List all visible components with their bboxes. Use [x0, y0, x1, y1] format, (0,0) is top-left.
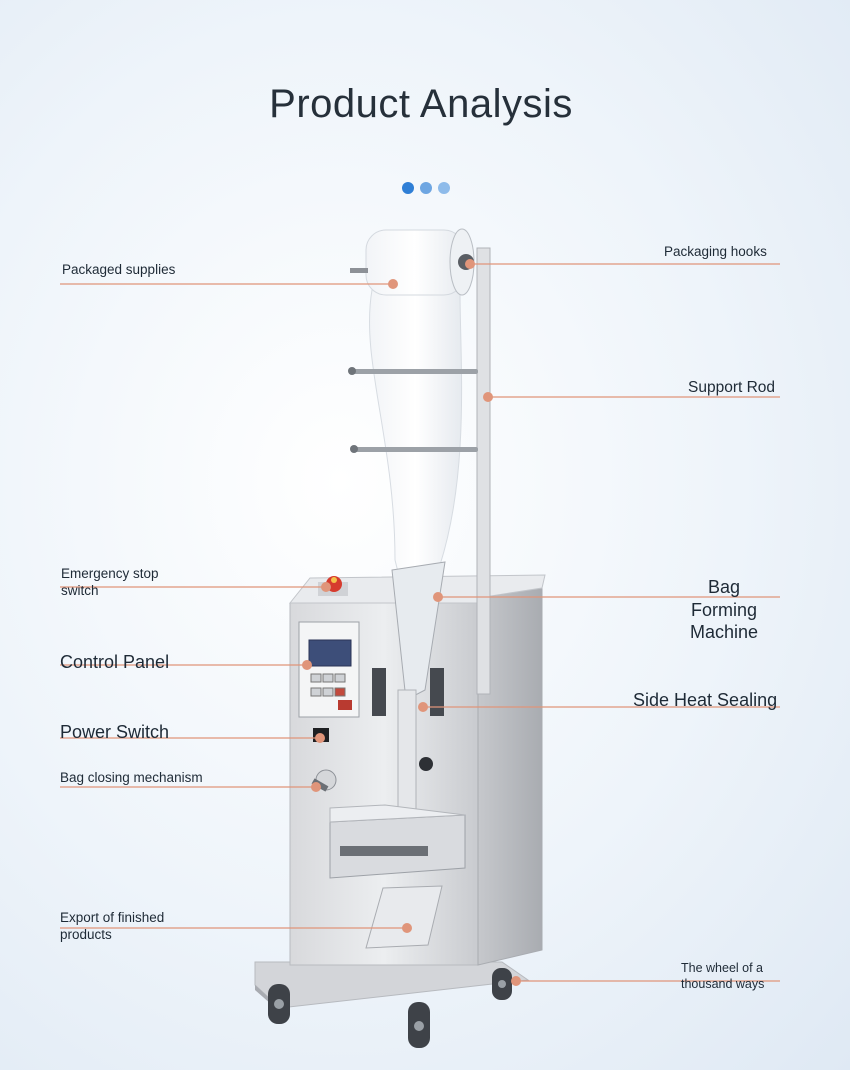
cutter-box [329, 804, 466, 879]
bag-former [391, 561, 446, 821]
carousel-dot-3[interactable] [438, 182, 450, 194]
label-side-heat-sealing: Side Heat Sealing [633, 690, 778, 710]
page-title: Product Analysis [269, 82, 573, 126]
callout-marker [311, 782, 321, 792]
label-support-rod: Support Rod [688, 379, 776, 396]
callout-marker [302, 660, 312, 670]
carousel-dot-2[interactable] [420, 182, 432, 194]
callout-marker [465, 259, 475, 269]
label-wheel-line1: The wheel of a [681, 961, 763, 975]
label-packaging-hooks: Packaging hooks [664, 244, 767, 259]
callout-markers [302, 259, 521, 986]
label-packaged-supplies: Packaged supplies [62, 262, 176, 277]
packaging-film [350, 228, 475, 601]
label-wheel: The wheel of a thousand ways [681, 961, 764, 992]
label-bag-forming-line3: Machine [689, 622, 759, 642]
bag-closing-icon [311, 769, 337, 792]
label-export-line2: products [60, 926, 112, 942]
label-bag-forming-machine: Bag Forming Machine [676, 576, 772, 644]
support-rod [476, 247, 491, 695]
label-wheel-line2: thousand ways [681, 976, 765, 991]
label-export-finished-products: Export of finished products [60, 910, 164, 944]
callout-marker [483, 392, 493, 402]
label-bag-forming-line2: Forming [690, 599, 757, 620]
callout-marker [321, 582, 331, 592]
callout-marker [511, 976, 521, 986]
label-emergency-stop-line1: Emergency stop [61, 566, 159, 581]
label-control-panel: Control Panel [60, 652, 170, 672]
carousel-dots[interactable] [402, 182, 450, 194]
wheel-icon [268, 968, 512, 1048]
carousel-dot-1[interactable] [402, 182, 414, 194]
label-emergency-stop: Emergency stop switch [61, 566, 159, 600]
label-bag-forming-line1: Bag [707, 577, 741, 597]
base-plate [254, 961, 530, 1012]
heat-sealers [372, 668, 444, 771]
callout-marker [315, 733, 325, 743]
label-emergency-stop-line2: switch [61, 582, 99, 598]
callout-marker [388, 279, 398, 289]
tension-rods [348, 367, 478, 453]
callout-marker [433, 592, 443, 602]
callout-marker [402, 923, 412, 933]
leader-lines [60, 263, 780, 982]
callout-marker [418, 702, 428, 712]
label-power-switch: Power Switch [60, 722, 170, 742]
label-bag-closing-mechanism: Bag closing mechanism [60, 770, 203, 785]
label-export-line1: Export of finished [60, 910, 165, 925]
